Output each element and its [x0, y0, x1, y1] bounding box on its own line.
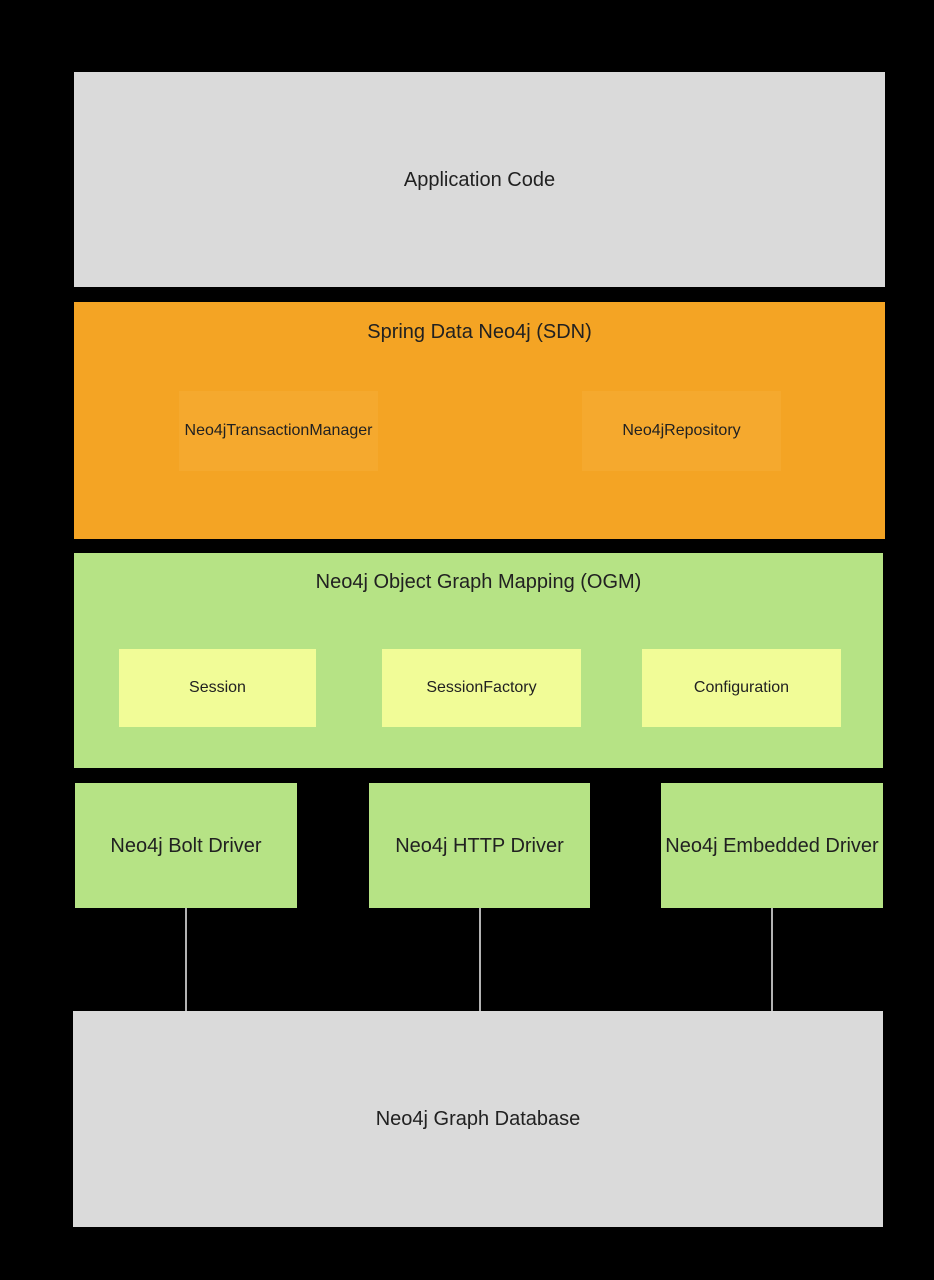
configuration-box: Configuration	[642, 649, 841, 727]
embedded-driver-box: Neo4j Embedded Driver	[661, 783, 883, 908]
application-code-label: Application Code	[403, 168, 556, 191]
session-label: Session	[189, 679, 246, 696]
http-driver-label: Neo4j HTTP Driver	[395, 834, 564, 857]
graph-database-layer: Neo4j Graph Database	[73, 1011, 883, 1227]
neo4j-repository-box: Neo4jRepository	[582, 391, 781, 471]
http-driver-box: Neo4j HTTP Driver	[369, 783, 590, 908]
embedded-driver-connector-line	[771, 908, 773, 1011]
ogm-layer-title: Neo4j Object Graph Mapping (OGM)	[315, 571, 642, 593]
session-factory-label: SessionFactory	[426, 679, 537, 696]
http-driver-connector-line	[479, 908, 481, 1011]
session-box: Session	[119, 649, 316, 727]
neo4j-repository-label: Neo4jRepository	[622, 422, 741, 439]
embedded-driver-label: Neo4j Embedded Driver	[665, 834, 879, 857]
sdn-layer-title: Spring Data Neo4j (SDN)	[367, 321, 592, 343]
neo4j-transaction-manager-box: Neo4jTransactionManager	[179, 391, 378, 471]
session-factory-box: SessionFactory	[382, 649, 581, 727]
graph-database-label: Neo4j Graph Database	[375, 1108, 581, 1130]
bolt-driver-connector-line	[185, 908, 187, 1011]
neo4j-transaction-manager-label: Neo4jTransactionManager	[184, 422, 373, 439]
application-code-layer: Application Code	[74, 72, 885, 287]
bolt-driver-box: Neo4j Bolt Driver	[75, 783, 297, 908]
sdn-layer: Spring Data Neo4j (SDN) Neo4jTransaction…	[74, 302, 885, 539]
bolt-driver-label: Neo4j Bolt Driver	[110, 834, 262, 857]
configuration-label: Configuration	[693, 679, 790, 696]
ogm-layer: Neo4j Object Graph Mapping (OGM) Session…	[74, 553, 883, 768]
